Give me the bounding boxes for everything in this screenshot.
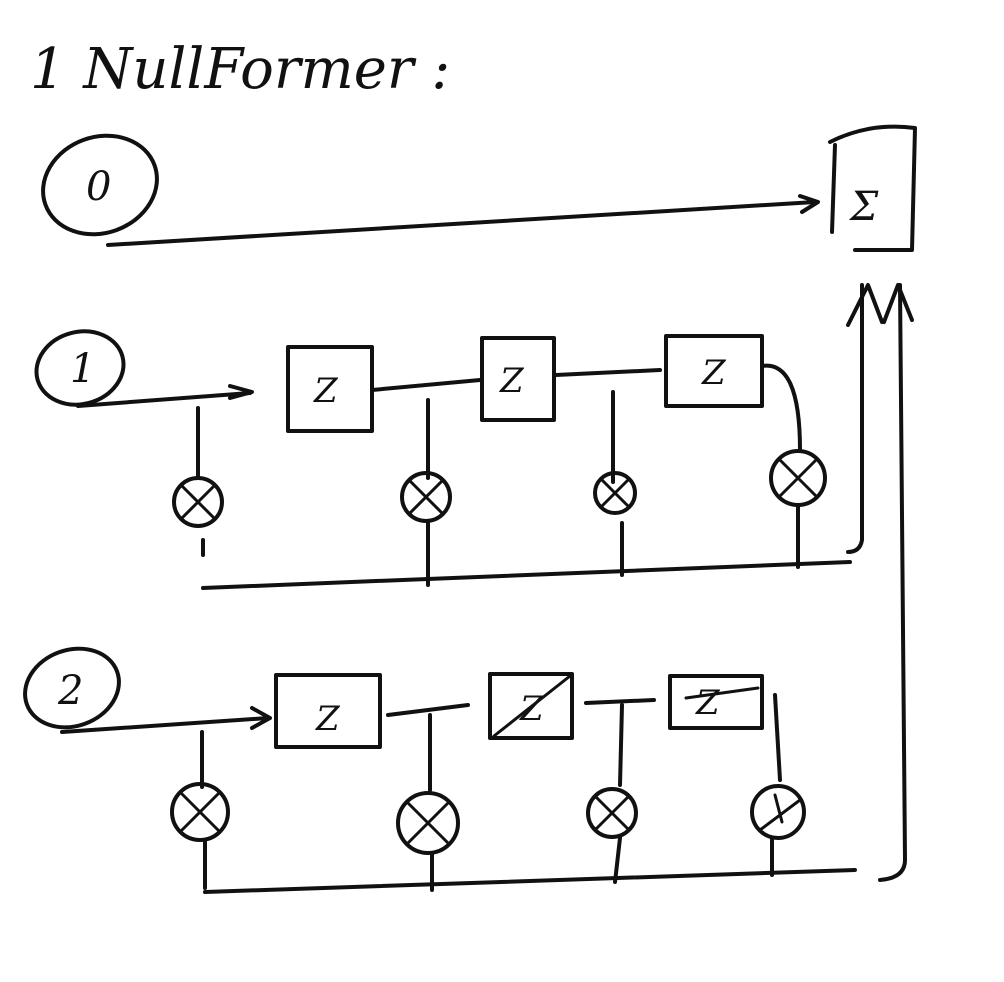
row-1-label: 1 [70,346,95,392]
row-1-tap-outputs [201,503,800,587]
row-1-taps [196,363,802,484]
row-0-arrowhead [798,194,820,214]
row-2-taps [200,693,782,792]
row-2-multipliers [170,782,806,855]
multiplier-cross [179,483,217,521]
summation-box-left [830,143,837,234]
row-2-tap-outputs [203,836,774,892]
row-1-multipliers [172,449,827,528]
row-2-label: 2 [57,668,83,714]
multiplier-icon [170,782,230,842]
row-2-arrowhead [250,706,272,730]
summation-box [828,124,917,252]
row-1-block-3-symbol: Z [701,353,727,393]
row-2-input-line [60,716,270,734]
row-0: 0 [41,133,820,247]
row-2-return-line [878,283,907,882]
multiplier-icon [593,471,637,515]
row-1: 1 Z Z Z [34,283,884,590]
row-1-link-1-2 [370,378,482,392]
multiplier-cross [407,478,445,516]
row-1-arrowhead [228,384,254,400]
row-2-label-circle [23,646,121,730]
multiplier-cross [777,457,819,499]
row-1-return-line [846,283,864,554]
multiplier-cross [599,477,631,509]
row-1-delay-block-3 [664,334,764,408]
summation-symbol: Σ [848,184,879,230]
row-2-block-3-symbol: Z [695,683,721,723]
multiplier-icon [586,787,638,839]
row-2-block-2-symbol: Z [519,689,545,729]
row-2-link-1-2 [386,703,470,717]
multiplier-icon [396,791,460,855]
row-0-label: 0 [86,164,111,210]
multiplier-icon [400,471,452,523]
row-1-block-1-symbol: Z [313,371,339,411]
row-2-sum-bus [203,868,857,894]
multiplier-cross [178,790,222,834]
row-1-sum-bus [201,560,852,590]
multiplier-icon [172,476,224,528]
row-2-up-arrowhead [882,283,914,324]
row-1-link-2-3 [554,368,662,377]
row-2-block-3-strike [684,686,760,700]
row-2-delay-block-1 [274,673,382,749]
row-2-link-2-3 [584,698,656,705]
row-1-block-2-symbol: Z [499,361,525,401]
row-2-delay-block-2 [488,672,574,740]
multiplier-cross [405,800,451,846]
multiplier-icon [750,784,806,840]
row-2-delay-block-3 [668,674,764,730]
row-1-up-arrowhead [846,283,884,327]
row-0-signal-line [106,200,817,247]
row-2-block-2-strike [492,674,572,738]
multiplier-cross [593,794,631,832]
page-title: 1 NullFormer : [30,37,450,102]
row-1-label-circle [34,329,126,407]
row-2-block-1-symbol: Z [315,699,341,739]
summation-block: Σ [828,124,917,252]
multiplier-cross [758,793,802,832]
row-1-delay-block-2 [480,336,556,422]
row-2: 2 Z Z Z [23,283,914,894]
row-1-input-line [76,391,252,408]
row-0-label-circle [41,133,159,237]
